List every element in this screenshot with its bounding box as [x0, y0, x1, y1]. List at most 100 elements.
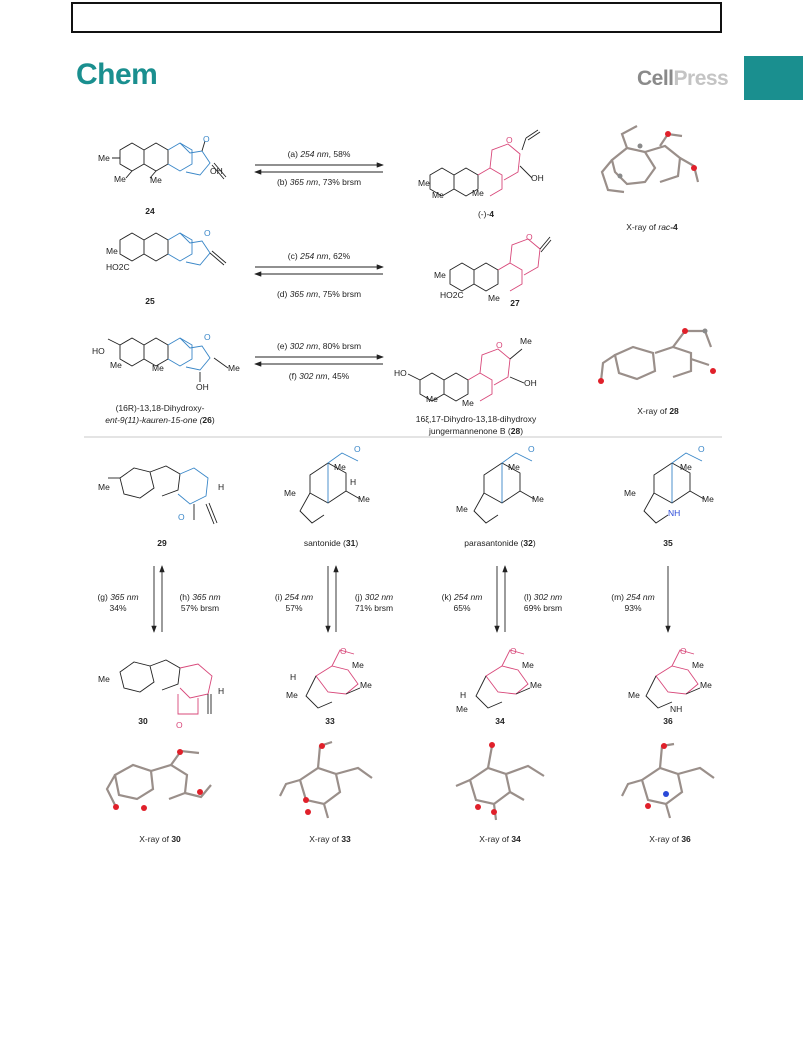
xray-label-36: X-ray of 36 — [649, 834, 691, 844]
compound-label-31: santonide (31) — [303, 538, 359, 548]
atom-label: Me — [286, 690, 298, 700]
structure-34 — [475, 649, 531, 709]
atom-label: NH — [668, 508, 681, 518]
xray-34 — [455, 745, 545, 821]
atom-label: Me — [152, 363, 164, 373]
atom-label: Me — [418, 178, 430, 188]
atom-label: Me — [358, 494, 370, 504]
condition-a: (a) 254 nm, 58% — [287, 149, 351, 159]
atom-label: Me — [432, 190, 444, 200]
atom-label: O — [204, 332, 211, 342]
section-tab — [744, 56, 803, 100]
atom-label: HO — [394, 368, 407, 378]
compound-label-24: 24 — [145, 206, 155, 216]
atom-label: Me — [228, 363, 240, 373]
compound-label-25: 25 — [145, 296, 155, 306]
xray-33-atoms — [303, 743, 325, 815]
atom-label: Me — [520, 336, 532, 346]
compound-label-27: 27 — [510, 298, 520, 308]
atom-label: O — [203, 134, 210, 144]
atom-label: HO — [92, 346, 105, 356]
xray-28-atoms — [598, 328, 716, 384]
xray-label-28: X-ray of 28 — [637, 406, 679, 416]
atom-label: Me — [98, 674, 110, 684]
condition-b: (b) 365 nm, 73% brsm — [276, 177, 362, 187]
structure-36 — [645, 649, 701, 709]
atom-label: Me — [98, 482, 110, 492]
atom-label: O — [496, 340, 503, 350]
compound-label-36: 36 — [663, 716, 673, 726]
xray-label-30: X-ray of 30 — [139, 834, 181, 844]
structure-30 — [119, 659, 213, 715]
atom-label: OH — [531, 173, 544, 183]
atom-label: Me — [624, 488, 636, 498]
atom-label: Me — [692, 660, 704, 670]
atom-label: O — [178, 512, 185, 522]
compound-label-32: parasantonide (32) — [464, 538, 536, 548]
atom-label: Me — [150, 175, 162, 185]
compound-name-28-line2: jungermannenone B (28) — [428, 426, 524, 436]
structure-33 — [305, 649, 361, 709]
atom-label: NH — [670, 704, 683, 714]
xray-33 — [279, 740, 373, 819]
atom-label: OH — [196, 382, 209, 392]
xray-label-4: X-ray of rac-4 — [626, 222, 678, 232]
atom-label: O — [204, 228, 211, 238]
atom-label: O — [176, 720, 183, 730]
condition-e: (e) 302 nm, 80% brsm — [276, 341, 362, 351]
xray-30-atoms — [113, 749, 203, 811]
structure-24 — [112, 140, 227, 180]
compound-label-34: 34 — [495, 716, 505, 726]
xray-4-atoms — [617, 131, 697, 179]
structure-29 — [108, 465, 218, 525]
atom-label: H — [290, 672, 297, 682]
condition-d: (d) 365 nm, 75% brsm — [276, 289, 362, 299]
header-frame — [71, 2, 722, 33]
atom-label: Me — [488, 293, 500, 303]
atom-label: O — [526, 232, 533, 242]
atom-label: OH — [524, 378, 537, 388]
compound-name-26-line2: ent-9(11)-kauren-15-one (26) — [105, 415, 215, 425]
structure-32 — [473, 452, 535, 524]
structure-28 — [407, 348, 525, 402]
journal-logo: Chem — [76, 58, 158, 91]
xray-34-atoms — [475, 742, 497, 815]
xray-label-34: X-ray of 34 — [479, 834, 521, 844]
atom-label: O — [340, 646, 347, 656]
atom-label: Me — [700, 680, 712, 690]
atom-label: Me — [106, 246, 118, 256]
structure-35 — [643, 452, 705, 524]
atom-label: OH — [210, 166, 223, 176]
structure-26 — [107, 337, 229, 382]
atom-label: Me — [532, 494, 544, 504]
atom-label: O — [510, 646, 517, 656]
xray-label-33: X-ray of 33 — [309, 834, 351, 844]
xray-36-atoms — [645, 743, 669, 809]
compound-label-30: 30 — [138, 716, 148, 726]
atom-label: HO2C — [106, 262, 130, 272]
compound-name-26-line1: (16R)-13,18-Dihydroxy- — [115, 403, 205, 413]
structure-27 — [449, 236, 552, 292]
atom-label: Me — [508, 462, 520, 472]
xray-4 — [600, 125, 700, 194]
atom-label: O — [698, 444, 705, 454]
xray-30 — [105, 749, 212, 806]
condition-c: (c) 254 nm, 62% — [287, 251, 351, 261]
atom-label: Me — [434, 270, 446, 280]
structure-4 — [429, 129, 541, 197]
atom-label: Me — [628, 690, 640, 700]
atom-label: Me — [456, 504, 468, 514]
compound-label-29: 29 — [157, 538, 167, 548]
compound-label-4: (-)-4 — [477, 209, 495, 219]
compound-name-28-line1: 16ξ,17-Dihydro-13,18-dihydroxy — [415, 414, 537, 424]
structure-31 — [299, 452, 361, 524]
xray-36 — [621, 742, 715, 819]
atom-label: O — [506, 135, 513, 145]
